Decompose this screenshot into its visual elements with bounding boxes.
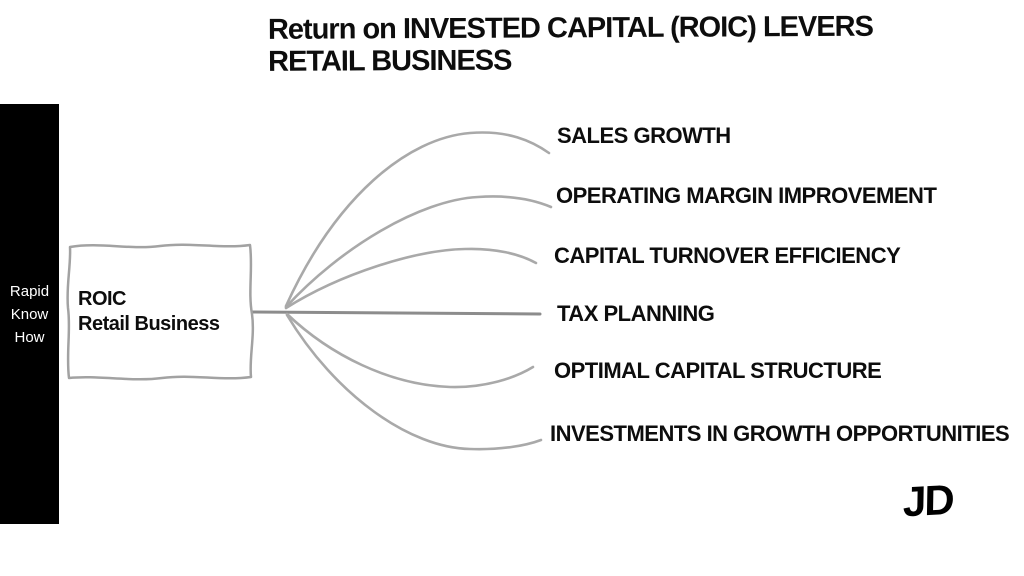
connector-investments [285, 313, 543, 451]
sidebar-brand-line: Know [10, 305, 49, 323]
roic-node-line-1: ROIC [78, 288, 127, 310]
diagram-title-line-2: RETAIL BUSINESS [268, 44, 512, 78]
connector-operating-margin [284, 195, 553, 309]
sidebar-brand-line: How [14, 328, 45, 346]
branch-label-investments: INVESTMENTS IN GROWTH OPPORTUNITIES [550, 421, 1010, 446]
branch-label-capital-turnover: CAPITAL TURNOVER EFFICIENCY [554, 243, 901, 268]
sidebar-brand: Rapid Know How [0, 104, 59, 524]
branch-label-tax-planning: TAX PLANNING [557, 301, 715, 326]
signature-jd: JD [902, 475, 954, 526]
connector-optimal-capital [285, 312, 535, 389]
roic-node-box [66, 243, 255, 381]
connector-sales-growth [284, 131, 551, 308]
branch-label-operating-margin: OPERATING MARGIN IMPROVEMENT [556, 183, 937, 208]
roic-node-label: ROIC Retail Business [78, 287, 220, 337]
branch-label-sales-growth: SALES GROWTH [557, 123, 731, 148]
sidebar-brand-line: Rapid [9, 282, 50, 300]
diagram-title: Return on INVESTED CAPITAL (ROIC) LEVERS… [268, 10, 988, 78]
roic-node-line-2: Retail Business [78, 313, 220, 335]
connector-capital-turnover [284, 247, 538, 310]
diagram-title-line-1: Return on INVESTED CAPITAL (ROIC) LEVERS [267, 10, 874, 46]
connector-tax-planning [249, 310, 542, 316]
branch-label-optimal-capital: OPTIMAL CAPITAL STRUCTURE [554, 358, 882, 383]
